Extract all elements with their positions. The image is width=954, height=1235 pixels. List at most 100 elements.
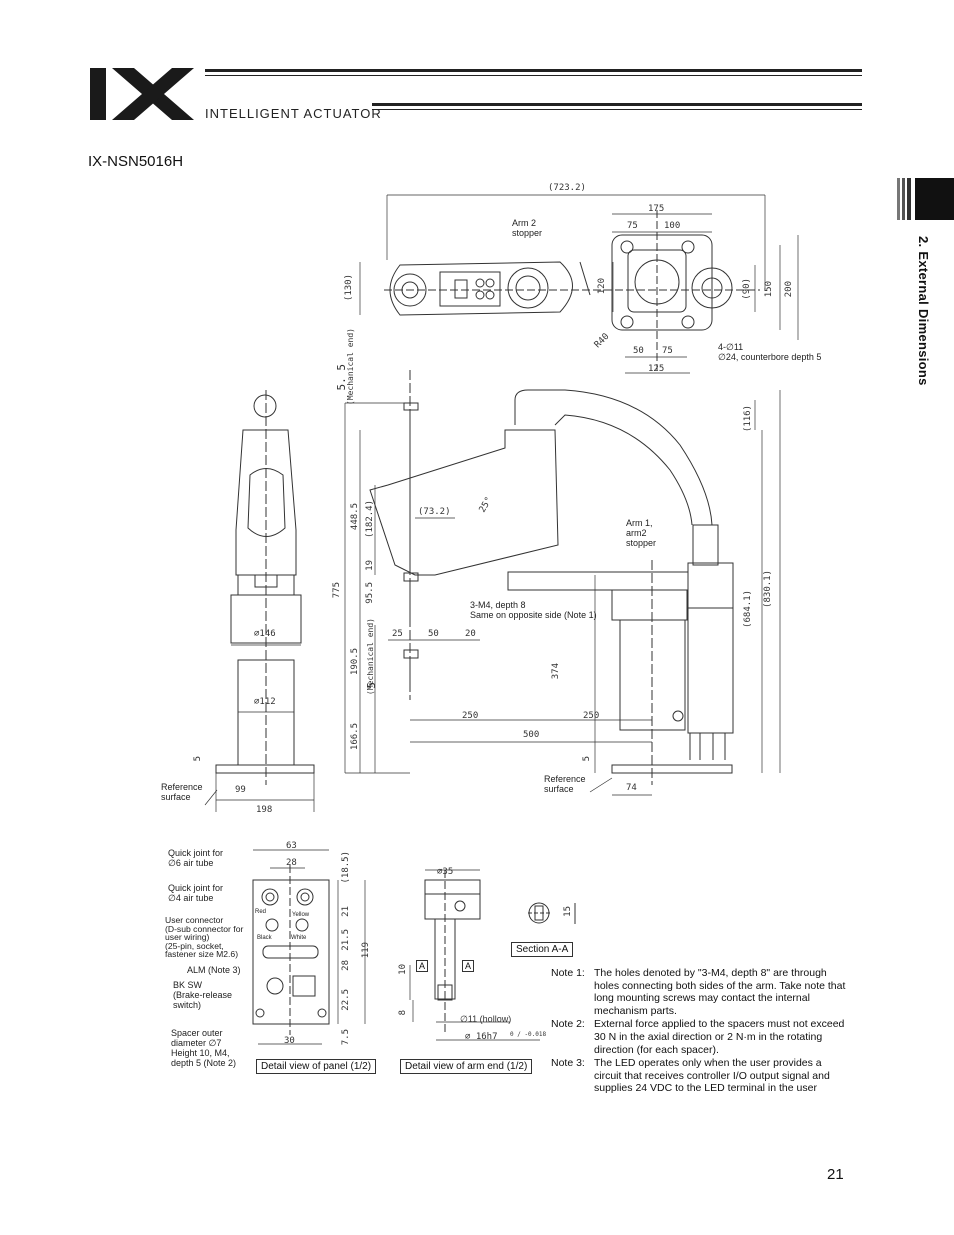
- header-rule-bottom2: [372, 109, 862, 110]
- dim-overall-length: (723.2): [548, 183, 586, 193]
- color-yellow: Yellow: [292, 912, 310, 918]
- dim-448-5: 448.5: [350, 503, 360, 531]
- page-number: 21: [827, 1166, 844, 1183]
- arm-stopper-label: Arm 1, arm2 stopper: [626, 518, 657, 548]
- note-1-key: Note 1:: [551, 967, 585, 979]
- notes: Note 1: The holes denoted by "3-M4, dept…: [551, 967, 851, 1096]
- panel-dim-7-5: 7.5: [341, 1029, 351, 1046]
- panel-dims: [253, 849, 366, 1045]
- dim-775: 775: [332, 582, 342, 599]
- alm-label: ALM (Note 3): [187, 965, 241, 975]
- dim-182-4: (182.4): [365, 500, 375, 538]
- dim-120: 120: [597, 278, 607, 295]
- note-3-text: The LED operates only when the user prov…: [594, 1057, 830, 1095]
- top-view-arm: [384, 210, 760, 370]
- header-rule-top2: [205, 75, 862, 76]
- panel-dim-30: 30: [284, 1036, 295, 1046]
- note-1-text: The holes denoted by "3-M4, depth 8" are…: [594, 967, 846, 1017]
- dim-500: 500: [523, 730, 540, 740]
- panel-dim-21: 21: [341, 906, 351, 917]
- dim-250a: 250: [462, 711, 479, 721]
- dim-250b: 250: [583, 711, 600, 721]
- dim-95-5: 95.5: [365, 582, 375, 604]
- spacer-label: Spacer outer diameter ∅7 Height 10, M4, …: [171, 1028, 237, 1068]
- tapped-holes-label: 3-M4, depth 8 Same on opposite side (Not…: [470, 600, 597, 620]
- section-mark-a-right: A: [462, 960, 475, 972]
- dim-200: 200: [784, 281, 794, 298]
- note-1: Note 1: The holes denoted by "3-M4, dept…: [551, 967, 851, 1017]
- side-view-body: [369, 370, 734, 785]
- dim-74: 74: [626, 783, 637, 793]
- mount-holes-label: 4-∅11 ∅24, counterbore depth 5: [718, 342, 822, 362]
- side-view-dims: [344, 390, 781, 796]
- dim-130: (130): [344, 274, 354, 302]
- dim-374: 374: [551, 663, 561, 680]
- note-3-key: Note 3:: [551, 1057, 585, 1070]
- panel-dim-119: 119: [361, 942, 371, 959]
- quick-joint-4-label: Quick joint for ∅4 air tube: [168, 883, 224, 903]
- dim-90: (90): [742, 278, 752, 300]
- dim-150: 150: [764, 281, 774, 298]
- dim-19: 19: [365, 560, 375, 571]
- dim-75a: 75: [627, 221, 638, 231]
- panel-dim-28b: 28: [341, 960, 351, 971]
- arm-end-dims: [409, 869, 540, 1041]
- front-view-dims: [215, 644, 315, 812]
- dim-830-1: (830.1): [763, 570, 773, 608]
- dim-100: 100: [664, 221, 681, 231]
- dim-166-5: 166.5: [350, 723, 360, 751]
- dim-116: (116): [743, 405, 753, 433]
- dim-75b: 75: [662, 346, 673, 356]
- arm-end-detail-caption: Detail view of arm end (1/2): [400, 1059, 533, 1074]
- note-2-key: Note 2:: [551, 1018, 585, 1031]
- dim-50-side: 50: [428, 629, 439, 639]
- section-aa-dim: 15: [563, 906, 573, 917]
- color-white: White: [291, 935, 307, 941]
- dim-dia146: ∅146: [254, 629, 276, 639]
- brand-text: INTELLIGENT ACTUATOR: [205, 106, 382, 121]
- arm2-stopper-label: Arm 2 stopper: [512, 218, 543, 238]
- front-view-body: [215, 390, 315, 785]
- panel-dim-22-5: 22.5: [341, 989, 351, 1011]
- top-view-dimension-lines: [359, 194, 799, 374]
- model-title: IX-NSN5016H: [88, 153, 184, 170]
- arm-dim-8: 8: [398, 1010, 408, 1016]
- dim-190-5: 190.5: [350, 648, 360, 676]
- color-black: Black: [257, 935, 272, 941]
- header-rule-top: [205, 69, 862, 72]
- panel-dim-63: 63: [286, 841, 297, 851]
- dim-99: 99: [235, 785, 246, 795]
- dim-50: 50: [633, 346, 644, 356]
- section-title: 2. External Dimensions: [916, 236, 931, 386]
- mech-end-top: (Mechanical end): [346, 328, 355, 406]
- section-tab: [897, 178, 954, 220]
- arm-dim-35: ∅35: [437, 867, 454, 877]
- arm-end-detail: [424, 870, 481, 1035]
- dim-dia112: ∅112: [254, 697, 276, 707]
- note-2: Note 2: External force applied to the sp…: [551, 1018, 851, 1056]
- dim-20: 20: [465, 629, 476, 639]
- dim-198: 198: [256, 805, 273, 815]
- dim-73-2: (73.2): [418, 507, 451, 517]
- reference-surface-side: Reference surface: [544, 774, 586, 794]
- arm-dim-tolerance: 0 / -0.018: [510, 1031, 547, 1038]
- panel-dim-28: 28: [286, 858, 297, 868]
- note-2-text: External force applied to the spacers mu…: [594, 1018, 845, 1056]
- user-connector-label: User connector (D-sub connector for user…: [165, 915, 244, 960]
- dim-175: 175: [648, 204, 665, 214]
- arm-dim-10: 10: [398, 964, 408, 975]
- panel-dim-21-5: 21.5: [341, 929, 351, 951]
- dim-125: 125: [648, 364, 665, 374]
- bk-sw-label: BK SW (Brake-release switch): [173, 980, 233, 1010]
- header-rule-bottom: [372, 103, 862, 106]
- section-aa-label: Section A-A: [511, 942, 574, 957]
- note-3: Note 3: The LED operates only when the u…: [551, 1057, 851, 1095]
- reference-surface-front: Reference surface: [161, 782, 203, 802]
- section-aa: [528, 902, 576, 924]
- dim-684-1: (684.1): [743, 590, 753, 628]
- panel-dim-18-5: (18.5): [341, 851, 351, 884]
- mech-end-bottom-num: 5: [365, 682, 378, 689]
- dim-25: 25: [392, 629, 403, 639]
- panel-detail-caption: Detail view of panel (1/2): [256, 1059, 377, 1074]
- arm-dim-11-hollow: ∅11 (hollow): [460, 1014, 512, 1024]
